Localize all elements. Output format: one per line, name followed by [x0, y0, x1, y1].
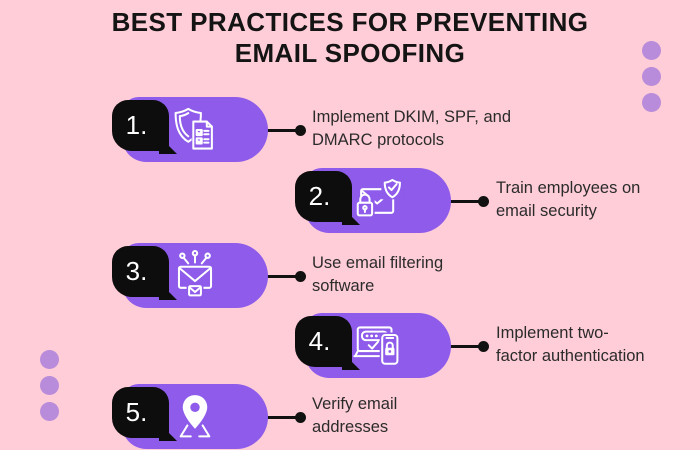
connector-line	[262, 412, 306, 423]
connector-dot	[295, 125, 306, 136]
text-line-1: Implement DKIM, SPF, and	[312, 108, 511, 126]
connector-line	[262, 271, 306, 282]
practice-item-4: 4. Implement two- factor authentication	[0, 313, 700, 379]
text-line-2: addresses	[312, 418, 389, 436]
connector-line	[445, 196, 489, 207]
step-number-badge: 5.	[112, 387, 169, 438]
title-line-1: BEST PRACTICES FOR PREVENTING	[111, 7, 589, 37]
decorative-dots-top-right	[642, 41, 661, 119]
connector-dot	[295, 412, 306, 423]
text-line-2: DMARC protocols	[312, 131, 445, 149]
email-filter-icon	[177, 249, 213, 298]
email-lock-shield-icon	[354, 176, 404, 218]
practice-text: Implement DKIM, SPF, and DMARC protocols	[312, 106, 511, 152]
text-line-2: software	[312, 277, 375, 295]
dot	[642, 67, 661, 86]
step-number-badge: 4.	[295, 316, 352, 367]
practice-item-5: 5. Verify email addresses	[0, 384, 700, 450]
step-number: 5.	[125, 397, 148, 427]
practice-item-1: 1. Implement DKIM, SPF, and DMARC protoc…	[0, 97, 700, 163]
decorative-dots-bottom-left	[40, 350, 59, 428]
shield-checklist-icon	[174, 107, 213, 150]
practice-text: Use email filtering software	[312, 252, 443, 298]
practice-text: Verify email addresses	[312, 393, 397, 439]
step-number: 2.	[308, 181, 331, 211]
dot	[40, 376, 59, 395]
practice-text: Implement two- factor authentication	[496, 322, 645, 368]
text-line-1: Verify email	[312, 395, 398, 413]
step-number-badge: 1.	[112, 100, 169, 151]
connector-line	[262, 125, 306, 136]
text-line-2: email security	[496, 202, 597, 220]
line	[262, 275, 300, 278]
line	[262, 416, 300, 419]
text-line-2: factor authentication	[496, 347, 645, 365]
step-number-badge: 3.	[112, 246, 169, 297]
practice-item-3: 3. Use email filtering software	[0, 243, 700, 309]
step-number: 4.	[308, 326, 331, 356]
practice-item-2: 2. Train employees on email security	[0, 168, 700, 234]
step-number: 1.	[125, 110, 148, 140]
step-number-badge: 2.	[295, 171, 352, 222]
text-line-1: Use email filtering	[312, 254, 444, 272]
connector-dot	[478, 341, 489, 352]
page-title: BEST PRACTICES FOR PREVENTING EMAIL SPOO…	[0, 7, 700, 68]
title-line-2: EMAIL SPOOFING	[234, 37, 466, 68]
line	[445, 345, 483, 348]
line	[445, 200, 483, 203]
line	[262, 129, 300, 132]
step-number: 3.	[125, 256, 148, 286]
dot	[40, 402, 59, 421]
map-pin-icon	[179, 394, 211, 437]
dot	[40, 350, 59, 369]
practice-text: Train employees on email security	[496, 177, 640, 223]
text-line-1: Train employees on	[496, 179, 641, 197]
laptop-phone-lock-icon	[353, 325, 400, 368]
text-line-1: Implement two-	[496, 324, 609, 342]
dot	[642, 93, 661, 112]
dot	[642, 41, 661, 60]
connector-dot	[478, 196, 489, 207]
connector-line	[445, 341, 489, 352]
connector-dot	[295, 271, 306, 282]
